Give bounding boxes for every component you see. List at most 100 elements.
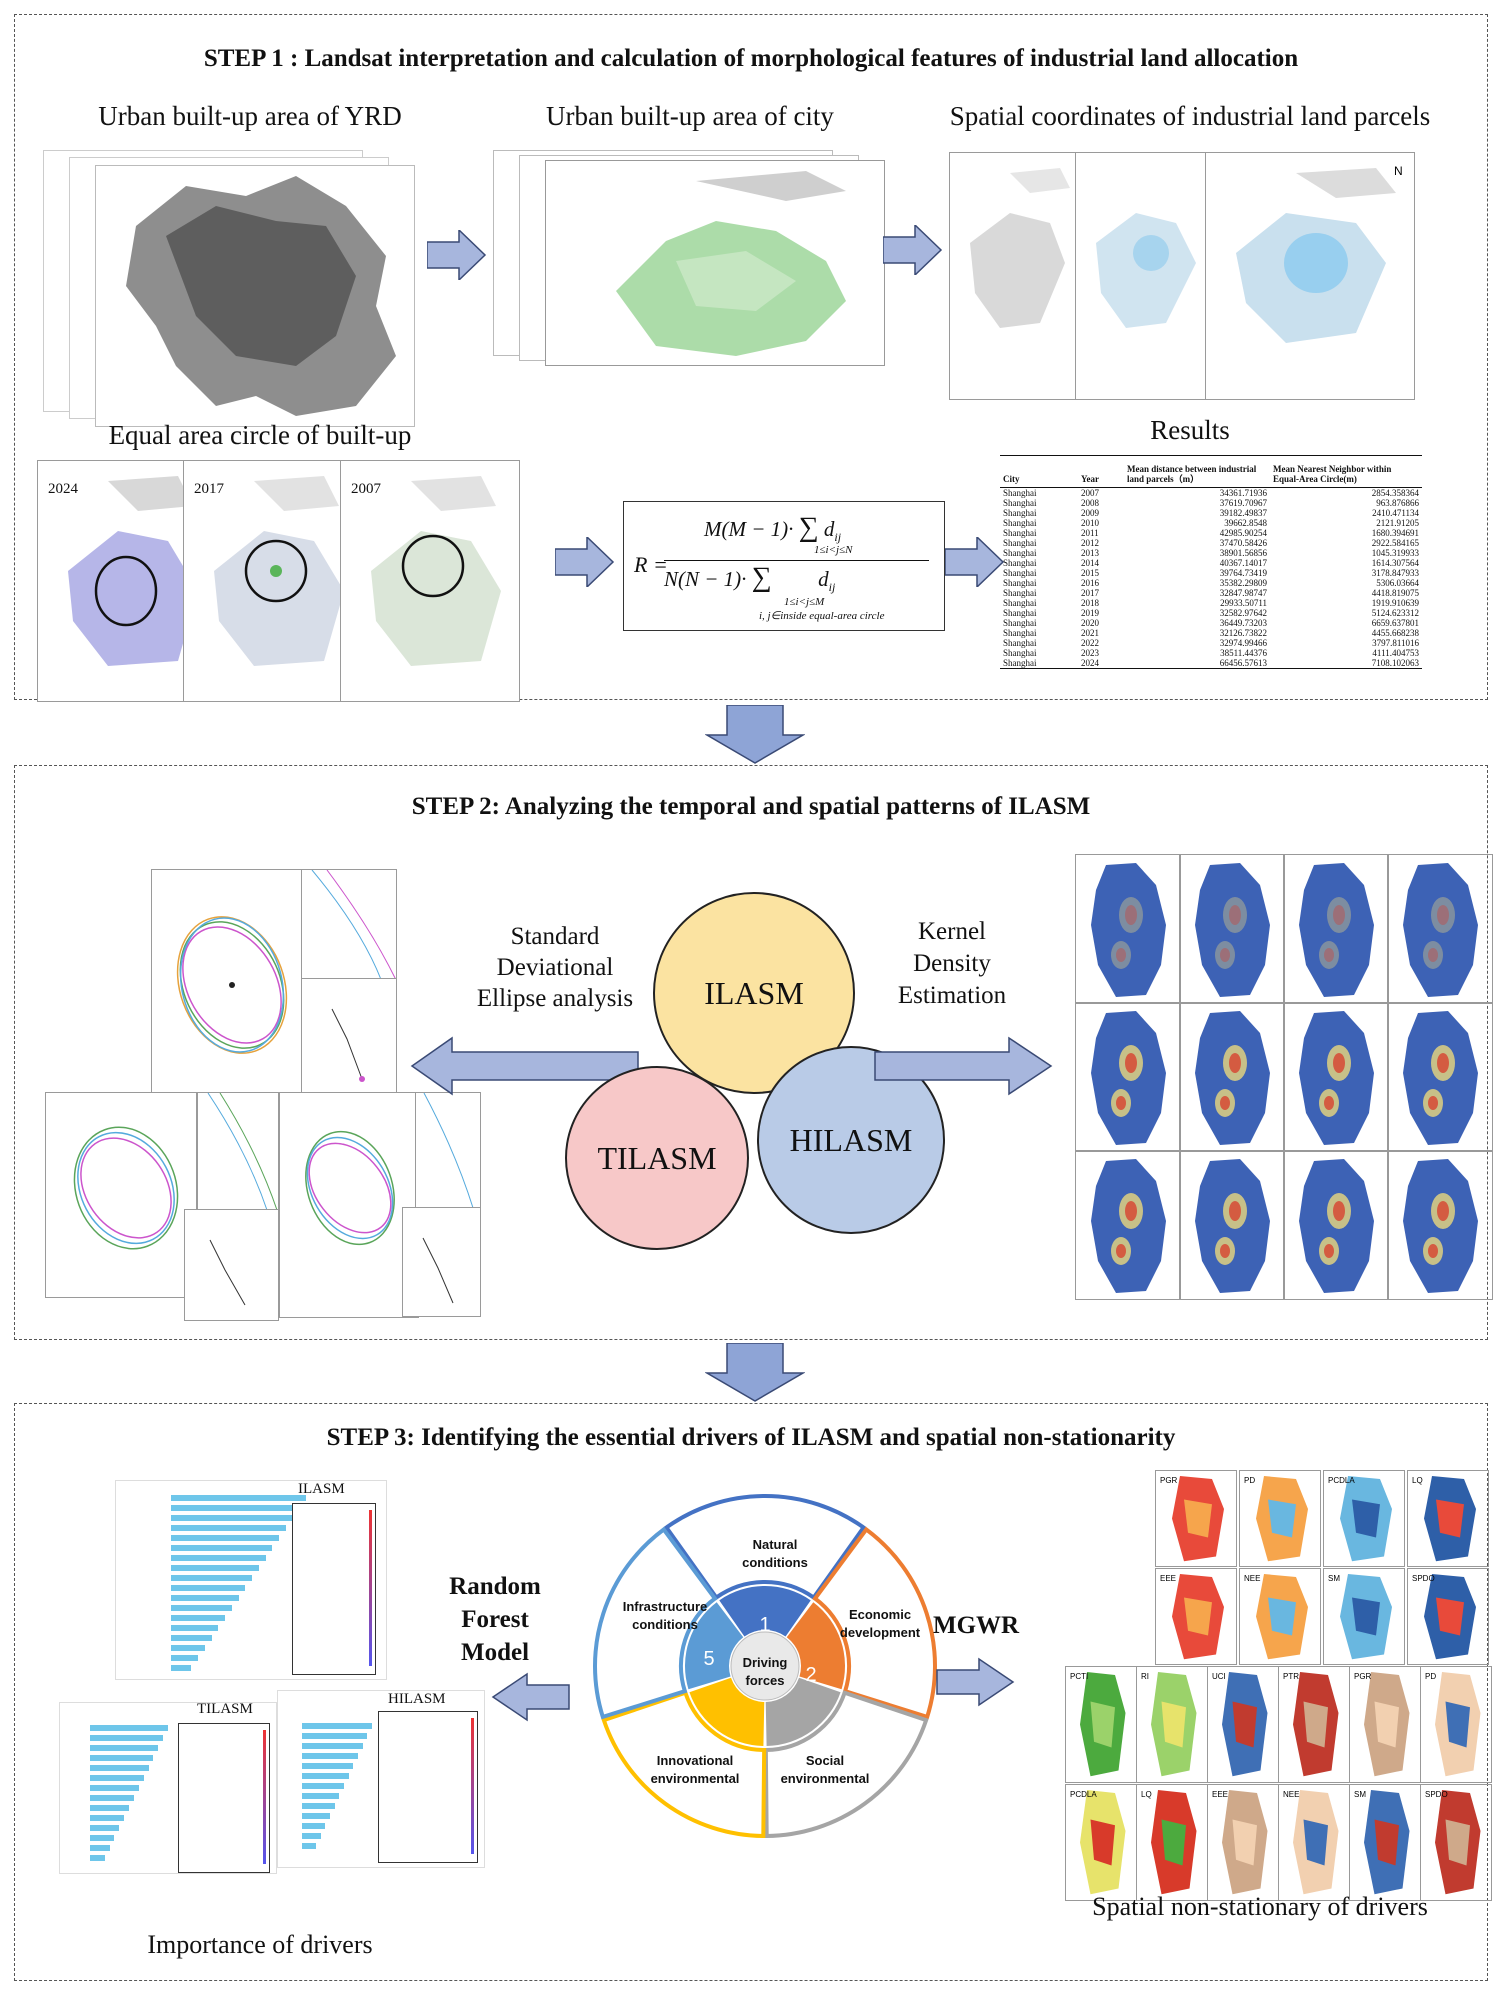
importance-bar <box>171 1565 259 1571</box>
circle-map-2017-graphic <box>214 476 344 666</box>
wheel-inner-sector <box>689 1677 765 1746</box>
rf-bars-tilasm <box>90 1721 170 1861</box>
importance-bar <box>171 1545 273 1551</box>
table-cell: Shanghai <box>1003 498 1037 508</box>
rf-label: Random Forest Model <box>435 1570 555 1669</box>
city-map-graphic <box>616 171 846 356</box>
coords-map-1-graphic <box>970 168 1070 328</box>
table-cell: 2018 <box>1081 598 1099 608</box>
kde-map <box>1075 1002 1181 1152</box>
sde-label-line1: Standard <box>510 923 600 950</box>
table-cell: Shanghai <box>1003 648 1037 658</box>
formula-num-term: d <box>823 517 835 541</box>
kde-map <box>1179 1150 1285 1300</box>
svg-text:SM: SM <box>1354 1790 1366 1799</box>
mgwr-map: EEE <box>1207 1784 1279 1901</box>
wheel-num-2: 2 <box>805 1664 817 1686</box>
svg-text:NEE: NEE <box>1244 1574 1260 1583</box>
wheel-center-line1: Driving <box>742 1655 788 1670</box>
rf-bars-hilasm <box>302 1719 402 1849</box>
table-cell: Shanghai <box>1003 558 1037 568</box>
sde-inset-1b-graphic <box>331 1008 365 1082</box>
importance-bar <box>302 1833 321 1839</box>
table-cell: 2019 <box>1081 608 1099 618</box>
coords-map-2-graphic <box>1096 213 1196 328</box>
table-cell: Shanghai <box>1003 578 1037 588</box>
kde-map <box>1387 854 1493 1004</box>
table-cell: 3178.847933 <box>1371 568 1419 578</box>
table-cell: Shanghai <box>1003 618 1037 628</box>
wheel-label-innovational: Innovational environmental <box>635 1752 755 1788</box>
importance-bar <box>171 1585 246 1591</box>
table-cell: 2854.358364 <box>1371 488 1419 498</box>
wheel-center-label: Driving forces <box>735 1654 795 1690</box>
formula-den-sub1: 1≤i<j≤M <box>784 596 825 608</box>
year-2007: 2007 <box>351 481 381 497</box>
circle-tilasm: TILASM <box>565 1066 749 1250</box>
wheel-social-line2: environmental <box>780 1771 870 1786</box>
table-cell: 2121.91205 <box>1376 518 1419 528</box>
kde-map <box>1283 1150 1389 1300</box>
importance-bar <box>90 1775 144 1781</box>
rf-shap-ilasm <box>292 1503 376 1675</box>
svg-text:PD: PD <box>1244 1476 1255 1485</box>
svg-text:PCTI: PCTI <box>1070 1672 1088 1681</box>
wheel-natural-line1: Natural <box>752 1537 798 1552</box>
table-cell: 1680.394691 <box>1371 528 1419 538</box>
step2-panel: STEP 2: Analyzing the temporal and spati… <box>14 765 1493 1340</box>
label-importance: Importance of drivers <box>147 1930 373 1959</box>
rf-shap-tilasm <box>178 1723 270 1873</box>
rf-title-ilasm: ILASM <box>298 1481 345 1497</box>
arrow-right-2 <box>883 225 943 275</box>
kde-map <box>1283 1002 1389 1152</box>
importance-bar <box>90 1825 120 1831</box>
kde-map <box>1387 1150 1493 1300</box>
sde-inset-2a <box>197 1092 279 1212</box>
wheel-outer-sector <box>763 1690 929 1839</box>
table-cell: Shanghai <box>1003 528 1037 538</box>
importance-bar <box>171 1605 232 1611</box>
mgwr-map: EEE <box>1155 1568 1237 1665</box>
table-cell: 34361.71936 <box>1219 488 1267 498</box>
table-cell: 2022 <box>1081 638 1099 648</box>
arrow-right-1 <box>427 230 487 280</box>
wheel-innovational-line2: environmental <box>650 1771 740 1786</box>
table-cell: Shanghai <box>1003 628 1037 638</box>
mgwr-label: MGWR <box>933 1612 1020 1639</box>
table-cell: 32126.73822 <box>1219 628 1267 638</box>
table-cell: 1045.319933 <box>1371 548 1419 558</box>
importance-bar <box>171 1575 252 1581</box>
importance-bar <box>171 1505 300 1511</box>
step2-title: STEP 2: Analyzing the temporal and spati… <box>411 793 1091 820</box>
importance-bar <box>171 1515 293 1521</box>
svg-text:PCDLA: PCDLA <box>1328 1476 1355 1485</box>
sde-label-line3: Ellipse analysis <box>476 985 634 1012</box>
circle-map-2007-graphic <box>371 476 501 666</box>
importance-bar <box>302 1793 340 1799</box>
table-cell: 963.876866 <box>1376 498 1419 508</box>
table-cell: Shanghai <box>1003 568 1037 578</box>
kde-map <box>1387 1002 1493 1152</box>
formula-lhs: R = <box>634 552 668 577</box>
kde-map-grid <box>1075 854 1493 1300</box>
wheel-outer-sector <box>812 1526 937 1720</box>
table-cell: Shanghai <box>1003 488 1037 498</box>
sde-inset-1b <box>301 978 397 1098</box>
table-cell: 2012 <box>1081 538 1099 548</box>
mgwr-map: PGR <box>1155 1470 1237 1567</box>
table-cell: Shanghai <box>1003 508 1037 518</box>
importance-bar <box>302 1723 372 1729</box>
mgwr-map: LQ <box>1407 1470 1489 1567</box>
wheel-economic-line2: development <box>839 1625 921 1640</box>
label-yrd: Urban built-up area of YRD <box>98 101 402 131</box>
table-cell: Shanghai <box>1003 598 1037 608</box>
header-mean-nn: Mean Nearest Neighbor within Equal-Area … <box>1273 464 1392 484</box>
wheel-outer-sector <box>593 1526 718 1720</box>
svg-text:SPDO: SPDO <box>1425 1790 1448 1799</box>
header-year: Year <box>1081 474 1099 484</box>
rf-label-line2: Forest <box>461 1606 529 1633</box>
